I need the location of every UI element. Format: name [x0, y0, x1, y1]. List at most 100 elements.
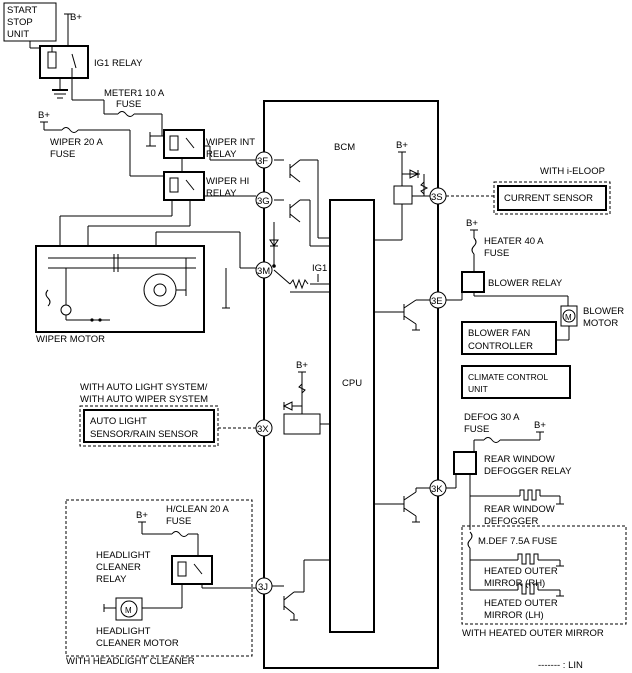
svg-text:3G: 3G: [257, 196, 270, 207]
bcm-circuit-3s: B+: [374, 140, 430, 241]
pin-3m: 3M: [255, 261, 273, 279]
svg-text:H/CLEAN 20 A: H/CLEAN 20 A: [166, 504, 229, 515]
svg-text:3K: 3K: [431, 484, 443, 495]
svg-text:FUSE: FUSE: [166, 516, 191, 527]
wiper-motor-label: WIPER MOTOR: [36, 334, 105, 345]
svg-text:UNIT: UNIT: [468, 384, 488, 394]
svg-text:FUSE: FUSE: [116, 99, 141, 110]
svg-text:B+: B+: [466, 218, 478, 229]
blower-fan-controller: BLOWER FAN CONTROLLER: [461, 321, 557, 355]
svg-text:START: START: [7, 5, 37, 16]
bcm-transistor-3f: [274, 159, 330, 239]
b-plus-label: B+: [70, 12, 82, 23]
svg-text:HEATER 40 A: HEATER 40 A: [484, 236, 544, 247]
svg-text:WIPER 20 A: WIPER 20 A: [50, 137, 103, 148]
pin-3f: 3F: [255, 151, 273, 169]
svg-text:MIRROR (LH): MIRROR (LH): [484, 610, 544, 621]
svg-text:B+: B+: [534, 420, 546, 431]
pin-3x: 3X: [255, 419, 273, 437]
svg-text:WITH AUTO LIGHT SYSTEM/: WITH AUTO LIGHT SYSTEM/: [80, 382, 208, 393]
bcm-circuit-3x: B+: [282, 360, 330, 435]
climate-control-unit: CLIMATE CONTROL UNIT: [461, 365, 571, 399]
svg-text:B+: B+: [396, 140, 408, 151]
svg-text:FUSE: FUSE: [464, 424, 489, 435]
pin-3k: 3K: [429, 479, 447, 497]
rear-defogger-group: DEFOG 30 A FUSE B+ REAR WINDOW DEFOGGER …: [446, 412, 572, 527]
svg-text:STOP: STOP: [7, 17, 33, 28]
svg-text:HEATED OUTER: HEATED OUTER: [484, 598, 558, 609]
svg-text:WIPER HI: WIPER HI: [206, 176, 249, 187]
bcm-transistor-3e: [374, 299, 430, 331]
pin-3s: 3S: [429, 187, 447, 205]
headlight-cleaner-group: B+ H/CLEAN 20 A FUSE HEADLIGHT CLEANER R…: [65, 499, 256, 667]
svg-text:WITH HEADLIGHT CLEANER: WITH HEADLIGHT CLEANER: [66, 656, 195, 667]
ig1-relay: IG1 RELAY: [29, 13, 143, 101]
svg-text:RELAY: RELAY: [96, 574, 127, 585]
svg-text:HEATED OUTER: HEATED OUTER: [484, 566, 558, 577]
bcm-transistor-3g: [274, 199, 330, 247]
svg-text:CONTROLLER: CONTROLLER: [468, 341, 533, 352]
svg-text:CLEANER MOTOR: CLEANER MOTOR: [96, 638, 179, 649]
svg-text:CLEANER: CLEANER: [96, 562, 141, 573]
wiper-motor: WIPER MOTOR: [35, 245, 205, 345]
wiper-hi-relay: WIPER HI RELAY: [130, 171, 256, 201]
bcm-transistor-3j: [272, 559, 330, 621]
wiper-int-relay: WIPER INT RELAY: [146, 129, 256, 161]
start-stop-unit: START STOP UNIT: [3, 2, 57, 42]
auto-light-sensor-group: WITH AUTO LIGHT SYSTEM/ WITH AUTO WIPER …: [79, 382, 256, 447]
svg-text:HEADLIGHT: HEADLIGHT: [96, 550, 151, 561]
svg-text:WITH HEATED OUTER MIRROR: WITH HEATED OUTER MIRROR: [462, 628, 604, 639]
svg-text:B+: B+: [38, 110, 50, 121]
svg-text:MOTOR: MOTOR: [583, 318, 618, 329]
svg-text:WITH AUTO WIPER SYSTEM: WITH AUTO WIPER SYSTEM: [80, 394, 208, 405]
svg-text:3X: 3X: [257, 424, 269, 435]
svg-text:FUSE: FUSE: [50, 149, 75, 160]
ig1-relay-label: IG1 RELAY: [94, 58, 143, 69]
svg-text:DEFOGGER RELAY: DEFOGGER RELAY: [484, 466, 572, 477]
svg-text:BLOWER: BLOWER: [583, 306, 624, 317]
svg-text:REAR WINDOW: REAR WINDOW: [484, 454, 555, 465]
svg-text:MIRROR (RH): MIRROR (RH): [484, 578, 545, 589]
svg-text:FUSE: FUSE: [484, 248, 509, 259]
svg-text:3M: 3M: [257, 266, 270, 277]
pin-3j: 3J: [255, 577, 273, 595]
pin-3g: 3G: [255, 191, 273, 209]
svg-text:AUTO LIGHT: AUTO LIGHT: [90, 416, 147, 427]
pin-3e: 3E: [429, 291, 447, 309]
svg-text:B+: B+: [136, 510, 148, 521]
svg-text:REAR WINDOW: REAR WINDOW: [484, 504, 555, 515]
blower-relay-label: BLOWER RELAY: [488, 278, 563, 289]
svg-text:DEFOG 30 A: DEFOG 30 A: [464, 412, 520, 423]
svg-text:M: M: [125, 606, 132, 615]
svg-text:RELAY: RELAY: [206, 149, 237, 160]
svg-text:DEFOGGER: DEFOGGER: [484, 516, 539, 527]
svg-text:3J: 3J: [258, 582, 268, 593]
current-sensor-group: WITH i-ELOOP CURRENT SENSOR: [446, 166, 611, 215]
svg-text:WIPER INT: WIPER INT: [206, 137, 255, 148]
blower-relay-group: B+ HEATER 40 A FUSE BLOWER RELAY: [446, 218, 569, 306]
svg-text:3S: 3S: [431, 192, 443, 203]
svg-text:HEADLIGHT: HEADLIGHT: [96, 626, 151, 637]
bcm-input-3m: [269, 222, 330, 293]
svg-text:B+: B+: [296, 360, 308, 371]
svg-text:3F: 3F: [257, 156, 268, 167]
svg-text:RELAY: RELAY: [206, 188, 237, 199]
svg-text:WITH i-ELOOP: WITH i-ELOOP: [540, 166, 605, 177]
bcm-label: BCM: [334, 142, 355, 153]
svg-text:BLOWER FAN: BLOWER FAN: [468, 328, 530, 339]
svg-text:M: M: [565, 313, 572, 322]
svg-text:SENSOR/RAIN SENSOR: SENSOR/RAIN SENSOR: [90, 429, 198, 440]
lin-legend: ------- : LIN: [538, 660, 583, 671]
svg-text:3E: 3E: [431, 296, 443, 307]
svg-text:CLIMATE CONTROL: CLIMATE CONTROL: [468, 372, 548, 382]
heated-mirror-group: M.DEF 7.5A FUSE HEATED OUTER MIRROR (RH)…: [461, 496, 627, 639]
ig1-label: IG1: [312, 263, 327, 274]
wiper-fuse: B+ WIPER 20 A FUSE: [38, 110, 131, 176]
svg-text:UNIT: UNIT: [7, 29, 29, 40]
meter1-fuse: METER1 10 A FUSE: [103, 88, 165, 136]
current-sensor-label: CURRENT SENSOR: [504, 193, 593, 204]
blower-motor: M BLOWER MOTOR: [556, 305, 624, 341]
bcm-transistor-3k: [374, 487, 430, 523]
cpu-label: CPU: [342, 378, 362, 389]
